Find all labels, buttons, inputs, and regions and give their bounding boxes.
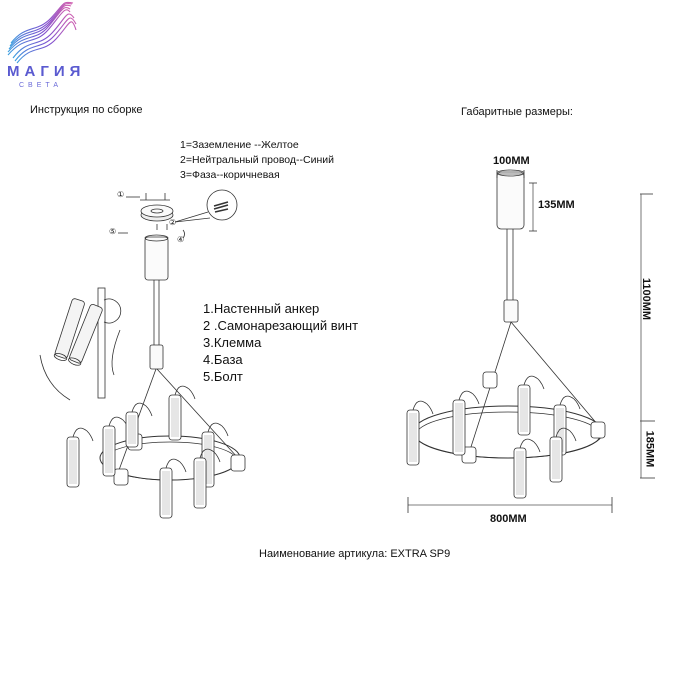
part-item: 5.Болт bbox=[203, 369, 243, 384]
callout-1: ① bbox=[117, 190, 125, 199]
tube-cable bbox=[72, 427, 94, 442]
callout-5: ⑤ bbox=[109, 227, 117, 236]
dimensions-title: Габаритные размеры: bbox=[461, 106, 573, 118]
canopy-height-label: 135MM bbox=[538, 199, 575, 211]
tube-cable bbox=[207, 422, 229, 437]
wiring-line-phase: 3=Фаза--коричневая bbox=[180, 169, 280, 181]
ring-outer bbox=[412, 405, 604, 459]
left-chandelier-ring bbox=[66, 385, 246, 519]
tube-cable bbox=[199, 448, 221, 463]
wiring-line-neutral: 2=Нейтральный провод--Синий bbox=[180, 154, 335, 166]
assembly-title: Инструкция по сборке bbox=[30, 104, 143, 116]
tube-cable bbox=[412, 400, 434, 415]
logo-waves-icon bbox=[7, 1, 77, 64]
holder bbox=[590, 421, 606, 439]
light-tube bbox=[549, 436, 563, 483]
total-height-label: 1100MM bbox=[640, 277, 653, 321]
tube-cable bbox=[559, 395, 581, 410]
holder bbox=[113, 468, 129, 486]
body-height-label: 185MM bbox=[643, 430, 656, 468]
holder bbox=[482, 371, 498, 389]
tube-cable bbox=[458, 390, 480, 405]
tube-cable bbox=[519, 438, 541, 453]
part-item: 4.База bbox=[203, 352, 243, 367]
tube-cable bbox=[165, 458, 187, 473]
tube-cable bbox=[523, 375, 545, 390]
diameter-label: 800MM bbox=[490, 513, 527, 525]
light-tube bbox=[513, 447, 527, 499]
callout-2: ② bbox=[169, 218, 177, 227]
right-chandelier-ring bbox=[406, 371, 606, 499]
part-item: 2 .Самонарезающий винт bbox=[203, 318, 359, 333]
logo-subtitle: СВЕТА bbox=[19, 82, 63, 89]
light-tube bbox=[517, 384, 531, 436]
canopy-width-label: 100MM bbox=[493, 155, 530, 167]
callout-4: ④ bbox=[177, 235, 185, 244]
holder bbox=[230, 454, 246, 472]
tube-cable bbox=[555, 427, 577, 442]
logo-name: МАГИЯ bbox=[7, 63, 86, 80]
light-tube bbox=[452, 399, 466, 456]
ring-inner bbox=[415, 411, 601, 459]
light-tube bbox=[406, 409, 420, 466]
tube-cable bbox=[131, 402, 153, 417]
article-name: Наименование артикула: EXTRA SP9 bbox=[259, 548, 451, 560]
part-item: 1.Настенный анкер bbox=[203, 301, 320, 316]
part-item: 3.Клемма bbox=[203, 335, 262, 350]
tube-cable bbox=[174, 385, 196, 400]
wiring-line-ground: 1=Заземление --Желтое bbox=[180, 139, 299, 151]
